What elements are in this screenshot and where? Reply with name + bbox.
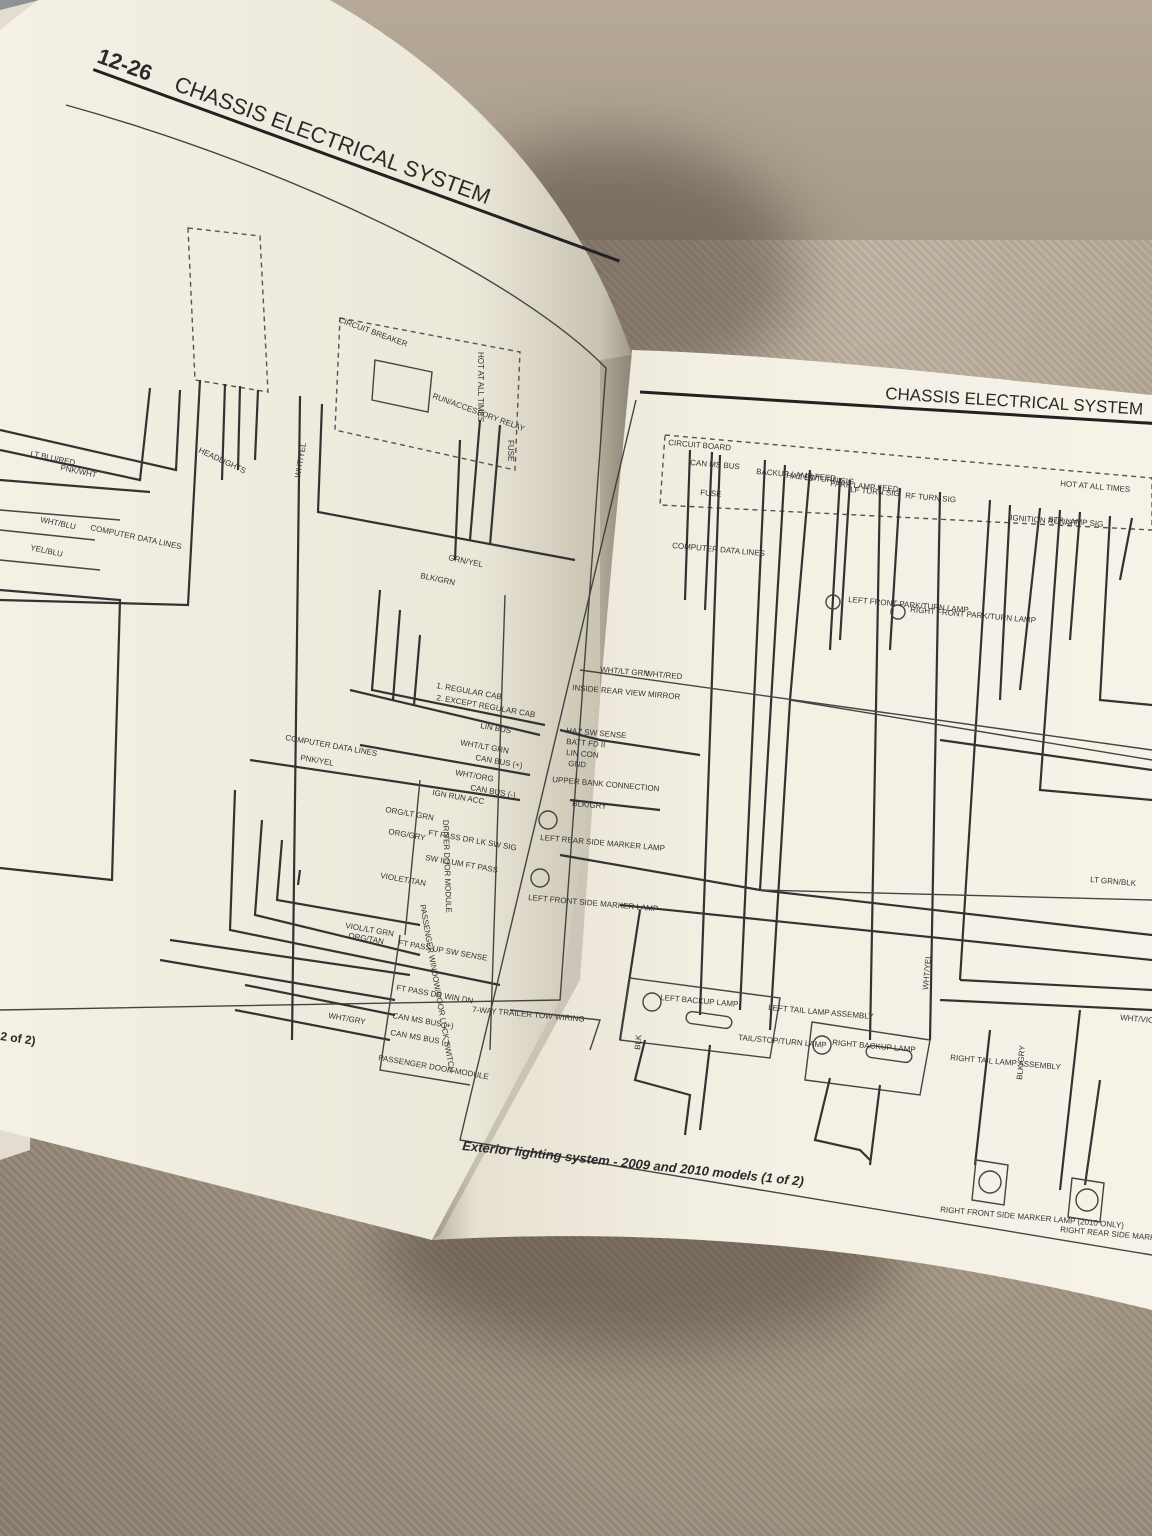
left-page-frame	[0, 104, 607, 1011]
right-label-20: LIN CON	[566, 748, 599, 760]
right-label-7: LS TURN SIG	[804, 473, 855, 486]
right-header-rule	[639, 390, 1152, 426]
right-label-34: LT GRN/BLK	[1090, 875, 1137, 888]
right-label-16: WHT/RED	[645, 669, 683, 681]
right-wiring-diagram	[509, 434, 1152, 1223]
right-label-21: GND	[568, 759, 587, 770]
right-label-23: BLK/GRY	[572, 799, 608, 811]
left-label-22: DRIVER DOOR MODULE	[441, 820, 453, 913]
right-label-36: BLK	[633, 1034, 643, 1051]
left-wiring-diagram	[0, 227, 576, 1086]
right-label-37: BLK/GRY	[1015, 1044, 1027, 1080]
left-header-rule	[92, 68, 621, 263]
right-page-frame	[459, 399, 1152, 1256]
right-label-4: CAN MS BUS	[690, 458, 740, 471]
left-label-1: HOT AT ALL TIMES	[476, 352, 485, 422]
right-label-15: WHT/LT GRN	[600, 665, 650, 678]
right-label-9: LF TURN SIG	[850, 485, 900, 498]
spine-shadow	[432, 355, 632, 1240]
left-label-3: FUSE	[506, 440, 515, 461]
right-label-6: HAZ SW	[786, 471, 818, 483]
right-label-19: BATT FD II	[566, 737, 606, 749]
right-label-10: RF TURN SIG	[905, 491, 957, 504]
right-page	[432, 350, 1152, 1310]
left-page-footer: 2 of 2)	[0, 1029, 37, 1048]
right-label-35: WHT/VIO	[1120, 1013, 1152, 1025]
right-label-38: WHT/YEL	[921, 953, 933, 990]
left-page	[0, 0, 632, 1240]
right-label-2: FUSE	[700, 488, 722, 499]
